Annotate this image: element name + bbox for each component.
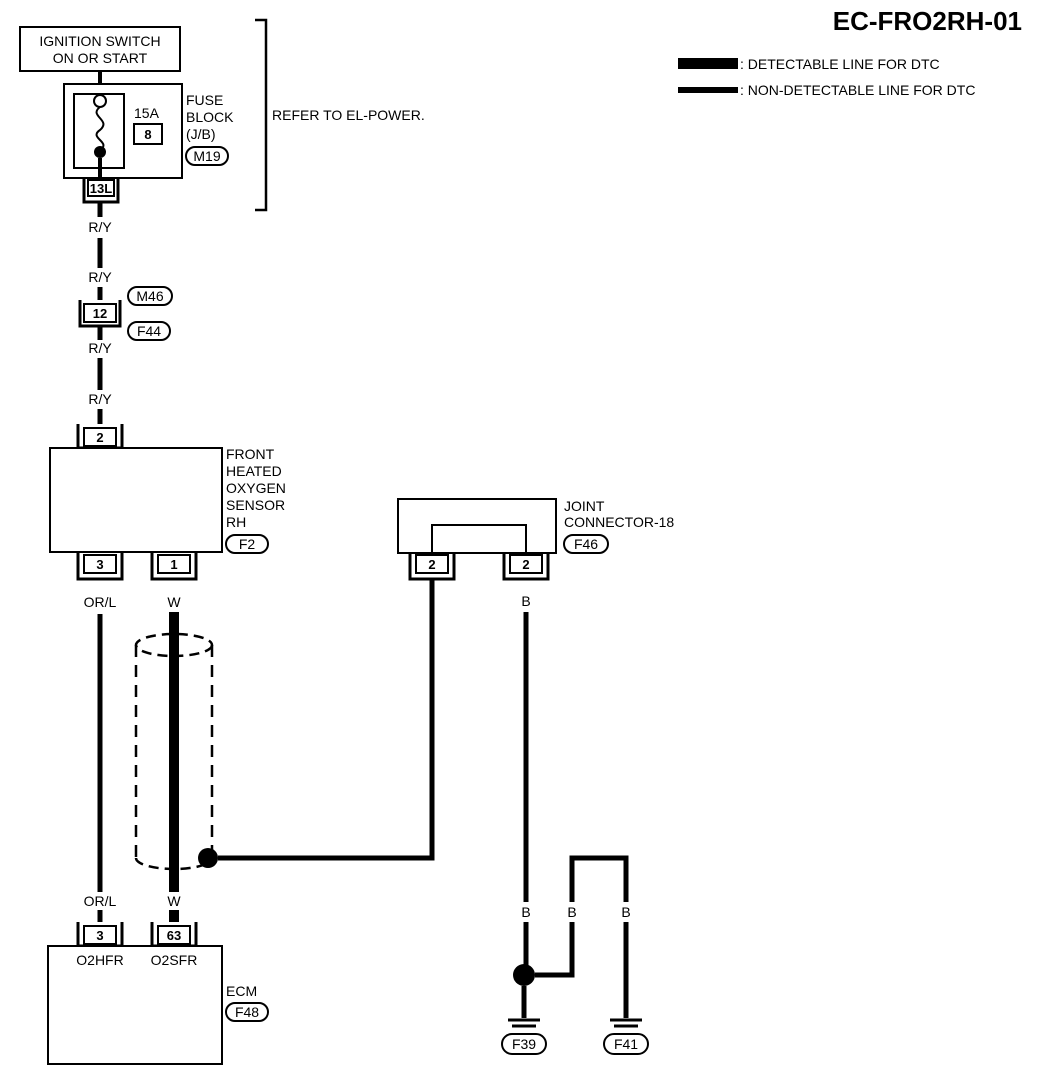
wire-label-b-4: B <box>621 904 630 920</box>
sensor-label-line5: RH <box>226 514 246 530</box>
sensor-label-line4: SENSOR <box>226 497 285 513</box>
ground-icon <box>508 1018 540 1028</box>
legend-non-detectable: : NON-DETECTABLE LINE FOR DTC <box>740 82 975 98</box>
ry-wire: R/Y R/Y R/Y R/Y <box>88 202 112 424</box>
ecm-pin-left: 3 <box>96 928 103 943</box>
inline-connector-lower-id: F44 <box>137 323 161 339</box>
wire-label-w-1: W <box>167 594 181 610</box>
ecm: 3 63 O2HFR O2SFR ECM F48 <box>47 922 269 1065</box>
wire-label-ry-1: R/Y <box>88 219 112 235</box>
sensor-label-line3: OXYGEN <box>226 480 286 496</box>
sensor-label-line2: HEATED <box>226 463 282 479</box>
wire-label-b-1: B <box>521 593 530 609</box>
legend-detectable: : DETECTABLE LINE FOR DTC <box>740 56 940 72</box>
joint-connector: JOINT CONNECTOR-18 F46 2 2 <box>397 498 674 581</box>
fuse-amps: 15A <box>134 105 160 121</box>
diagram-title: EC-FRO2RH-01 <box>833 6 1022 36</box>
wire-label-ry-4: R/Y <box>88 391 112 407</box>
inline-connector-pin: 12 <box>93 306 107 321</box>
fuse-bottom-terminal <box>94 146 106 158</box>
fuse-top-terminal <box>93 94 107 108</box>
legend: : DETECTABLE LINE FOR DTC : NON-DETECTAB… <box>678 56 975 98</box>
wire-label-orl-2: OR/L <box>84 893 117 909</box>
oxygen-sensor: 2 FRONT HEATED OXYGEN SENSOR RH F2 3 1 <box>49 424 286 581</box>
joint-pin-left: 2 <box>428 557 435 572</box>
ground-icon <box>610 1018 642 1028</box>
fuse-pin: 13L <box>90 181 112 196</box>
shield-drain-wire <box>218 580 435 861</box>
ecm-terminal-right: O2SFR <box>151 952 198 968</box>
refer-text: REFER TO EL-POWER. <box>272 107 425 123</box>
inline-connector-upper-id: M46 <box>136 288 163 304</box>
ecm-label: ECM <box>226 983 257 999</box>
ground-wires: B B B B F39 F41 <box>501 593 649 1055</box>
non-detectable-line-swatch <box>678 87 738 93</box>
fuse-connector-id: M19 <box>193 148 220 164</box>
joint-label-line1: JOINT <box>564 498 605 514</box>
wire-label-b-2: B <box>521 904 530 920</box>
ecm-connector-id: F48 <box>235 1004 259 1020</box>
fuse-label-line1: FUSE <box>186 92 223 108</box>
wire-label-ry-3: R/Y <box>88 340 112 356</box>
ecm-pin-right: 63 <box>167 928 181 943</box>
ground-right-id: F41 <box>614 1036 638 1052</box>
fuse-block: 15A 8 FUSE BLOCK (J/B) M19 13L <box>63 71 234 204</box>
fuse-label-line3: (J/B) <box>186 126 216 142</box>
ground-splice <box>513 964 535 986</box>
wire-label-w-2: W <box>167 893 181 909</box>
sensor-connector-id: F2 <box>239 536 256 552</box>
ecm-terminal-left: O2HFR <box>76 952 123 968</box>
inline-connector: 12 M46 F44 <box>78 286 173 341</box>
wire-label-orl-1: OR/L <box>84 594 117 610</box>
sensor-pin-top: 2 <box>96 430 103 445</box>
joint-label-line2: CONNECTOR-18 <box>564 514 674 530</box>
joint-pin-right: 2 <box>522 557 529 572</box>
ignition-line1: IGNITION SWITCH <box>39 33 160 49</box>
orl-wire: OR/L OR/L <box>84 594 117 922</box>
wire-label-ry-2: R/Y <box>88 269 112 285</box>
w-wire: W W <box>134 580 435 922</box>
sensor-label-line1: FRONT <box>226 446 275 462</box>
fuse-element-icon <box>95 106 105 151</box>
ground-left-id: F39 <box>512 1036 536 1052</box>
sensor-pin-right: 1 <box>170 557 177 572</box>
power-bracket: REFER TO EL-POWER. <box>255 18 425 212</box>
fuse-number: 8 <box>144 127 151 142</box>
fuse-label-line2: BLOCK <box>186 109 234 125</box>
sensor-pin-left: 3 <box>96 557 103 572</box>
detectable-line-swatch <box>678 58 738 69</box>
ignition-line2: ON OR START <box>53 50 148 66</box>
shield-splice <box>198 848 218 868</box>
wire-label-b-3: B <box>567 904 576 920</box>
ignition-switch: IGNITION SWITCH ON OR START <box>19 26 181 72</box>
joint-connector-id: F46 <box>574 536 598 552</box>
